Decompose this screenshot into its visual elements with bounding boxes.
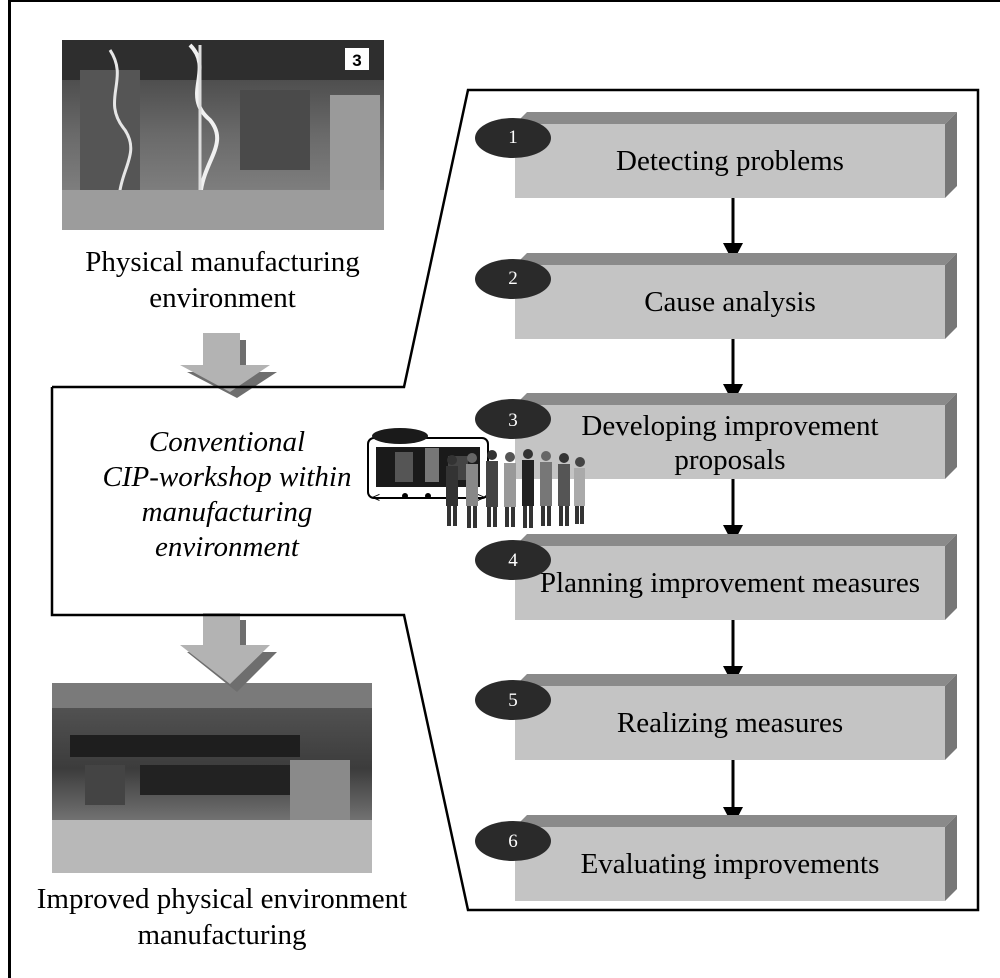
- step-box-4: [475, 534, 957, 620]
- factory-photo-before: 3: [62, 40, 384, 230]
- step-box-3: [475, 393, 957, 479]
- step-badge-4: [475, 540, 551, 580]
- workshop-label-line1: Conventional: [148, 426, 306, 458]
- step-1-label: Detecting problems: [616, 145, 844, 177]
- step-5-number: 5: [508, 690, 518, 711]
- step-3-label: Developing improvement proposals: [581, 410, 879, 476]
- workshop-callout-outline: [50, 88, 980, 912]
- svg-text:>: >: [477, 489, 485, 505]
- frame-top-border: [8, 0, 1000, 2]
- step-2-label: Cause analysis: [644, 286, 816, 318]
- step-6-label: Evaluating improvements: [580, 848, 880, 880]
- step-badge-2: [475, 259, 551, 299]
- step-badge-6: [475, 821, 551, 861]
- step-box-5: [475, 674, 957, 760]
- step-1-number: 1: [508, 127, 518, 148]
- arrow-to-workshop: [180, 333, 277, 398]
- step-box-2: [475, 253, 957, 339]
- after-caption: Improved physical environment manufactur…: [12, 881, 432, 953]
- before-caption-line2: environment: [149, 282, 296, 314]
- before-caption: Physical manufacturing environment: [40, 244, 405, 316]
- after-caption-line2: manufacturing: [137, 919, 307, 951]
- step-box-6: [475, 815, 957, 901]
- step-4-number: 4: [508, 550, 518, 571]
- workshop-label-line4: environment: [155, 531, 299, 563]
- frame-left-border: [8, 0, 11, 978]
- workshop-team-clipart: < >: [367, 428, 585, 528]
- step-2-number: 2: [508, 268, 518, 289]
- step-box-1: [475, 112, 957, 198]
- factory-photo-after: [52, 683, 372, 873]
- arrow-to-improved: [180, 613, 277, 692]
- workshop-label-line3: manufacturing: [141, 496, 313, 528]
- step-6-number: 6: [508, 831, 518, 852]
- workshop-label-line2: CIP-workshop within: [102, 461, 352, 493]
- step-4-label: Planning improvement measures: [539, 567, 921, 599]
- before-caption-line1: Physical manufacturing: [85, 246, 360, 278]
- step-5-label: Realizing measures: [616, 707, 844, 739]
- step-badge-1: [475, 118, 551, 158]
- after-caption-line1: Improved physical environment: [36, 883, 408, 915]
- step-badge-5: [475, 680, 551, 720]
- svg-text:3: 3: [352, 51, 361, 70]
- step-badge-3: [475, 399, 551, 439]
- svg-text:<: <: [372, 489, 380, 505]
- step-3-number: 3: [508, 410, 518, 431]
- workshop-label: Conventional CIP-workshop within manufac…: [52, 425, 402, 565]
